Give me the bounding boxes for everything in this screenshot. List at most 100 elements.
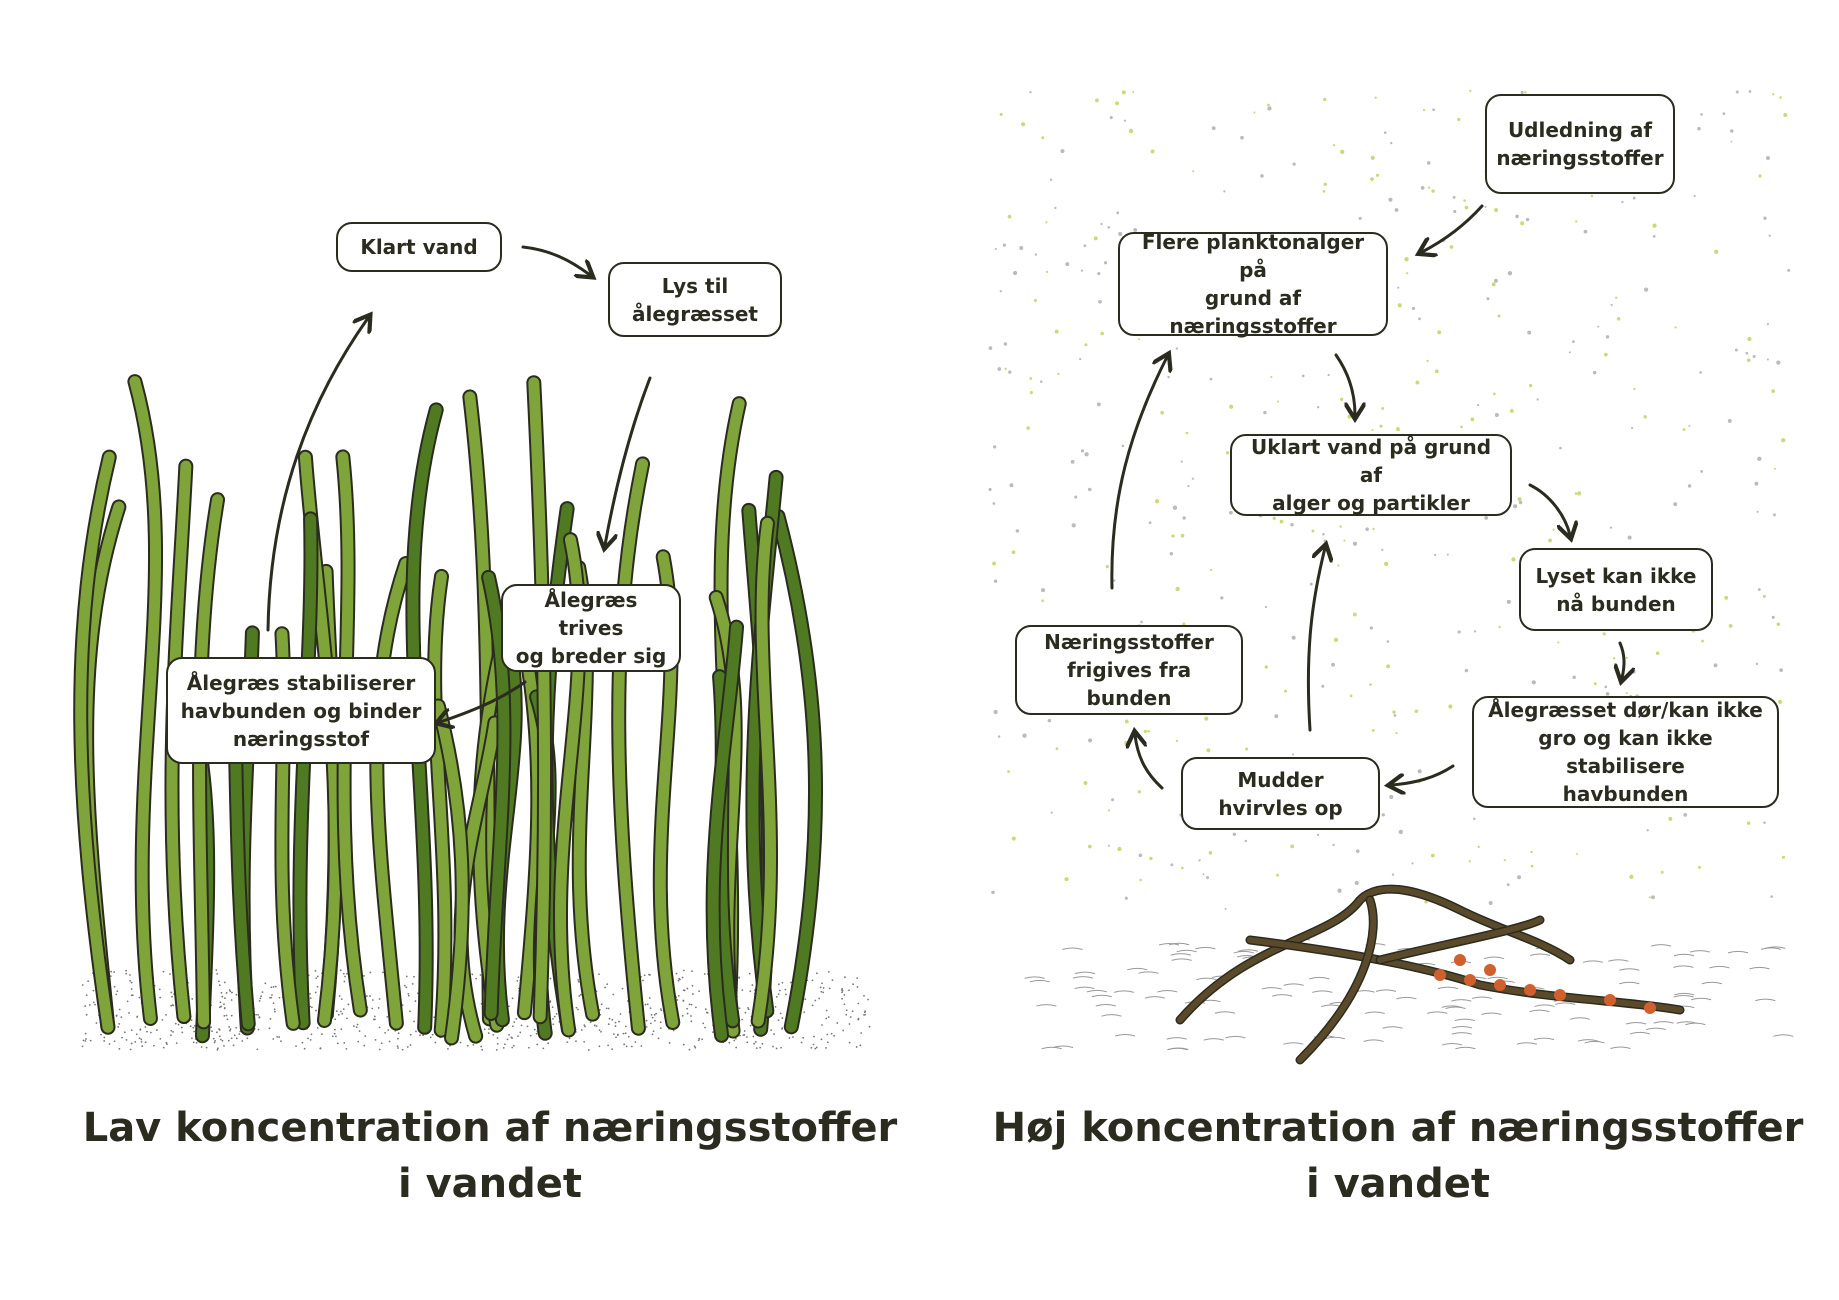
sand-grain bbox=[334, 1035, 337, 1038]
water-speckle bbox=[1527, 330, 1532, 335]
sand-grain bbox=[634, 1041, 637, 1043]
sand-stroke bbox=[1582, 960, 1604, 963]
sand-grain bbox=[845, 1013, 848, 1016]
water-speckle bbox=[1022, 733, 1027, 738]
sand-grain bbox=[192, 1041, 195, 1044]
water-speckle bbox=[1100, 331, 1104, 336]
sand-grain bbox=[191, 998, 194, 1000]
water-speckle bbox=[1209, 377, 1213, 381]
sand-grain bbox=[223, 1044, 225, 1047]
sand-stroke bbox=[1755, 998, 1776, 1002]
sand-grain bbox=[511, 997, 514, 1000]
water-speckle bbox=[1349, 694, 1353, 698]
sand-grain bbox=[692, 993, 694, 995]
water-speckle bbox=[1605, 692, 1610, 696]
sand-grain bbox=[115, 1014, 118, 1017]
water-speckle bbox=[1397, 303, 1402, 308]
water-speckle bbox=[1171, 534, 1175, 538]
water-speckle bbox=[1507, 271, 1513, 276]
water-speckle bbox=[1697, 126, 1701, 131]
water-speckle bbox=[1379, 424, 1383, 428]
sand-grain bbox=[682, 999, 685, 1002]
sand-grain bbox=[479, 974, 482, 976]
water-speckle bbox=[1015, 529, 1020, 533]
sand-grain bbox=[781, 981, 784, 984]
sand-grain bbox=[113, 1040, 116, 1043]
water-speckle bbox=[1105, 564, 1109, 569]
dead-eelgrass bbox=[1247, 937, 1683, 1013]
water-speckle bbox=[1776, 360, 1781, 365]
sand-grain bbox=[506, 1038, 509, 1041]
sand-stroke bbox=[1454, 1018, 1475, 1022]
water-speckle bbox=[1115, 101, 1119, 106]
water-speckle bbox=[1593, 682, 1597, 686]
sand-grain bbox=[175, 1042, 178, 1045]
water-speckle bbox=[1604, 352, 1608, 357]
sand-grain bbox=[231, 991, 233, 994]
water-speckle bbox=[1284, 689, 1288, 693]
water-speckle bbox=[1536, 398, 1539, 401]
sand-grain bbox=[278, 996, 281, 999]
sand-stroke bbox=[1749, 966, 1770, 970]
sand-grain bbox=[431, 1033, 434, 1036]
water-speckle bbox=[1700, 469, 1704, 473]
water-speckle bbox=[1205, 876, 1210, 880]
water-speckle bbox=[1292, 162, 1296, 166]
water-speckle bbox=[1693, 194, 1696, 198]
water-speckle bbox=[1323, 97, 1327, 102]
sand-grain bbox=[614, 1025, 617, 1027]
water-speckle bbox=[1107, 809, 1111, 812]
sand-grain bbox=[733, 1039, 736, 1042]
sand-grain bbox=[120, 1016, 123, 1019]
sand-grain bbox=[343, 1041, 346, 1044]
sand-grain bbox=[365, 995, 368, 997]
sand-grain bbox=[378, 1026, 381, 1029]
sand-grain bbox=[215, 969, 218, 971]
sand-stroke bbox=[1427, 1011, 1448, 1014]
water-speckle bbox=[1008, 370, 1012, 374]
water-speckle bbox=[1524, 91, 1527, 94]
sand-grain bbox=[134, 1040, 137, 1043]
sand-grain bbox=[743, 1034, 746, 1036]
water-speckle bbox=[1309, 582, 1313, 586]
sand-grain bbox=[677, 979, 680, 982]
water-speckle bbox=[1191, 477, 1194, 480]
water-speckle bbox=[993, 579, 998, 583]
water-speckle bbox=[1354, 880, 1359, 886]
sand-grain bbox=[158, 988, 161, 991]
sand-grain bbox=[781, 1027, 784, 1029]
sand-grain bbox=[261, 991, 264, 994]
water-speckle bbox=[1301, 374, 1305, 378]
water-speckle bbox=[1352, 612, 1357, 617]
sand-grain bbox=[406, 1046, 409, 1048]
sand-grain bbox=[529, 1034, 532, 1037]
sand-grain bbox=[108, 1043, 111, 1045]
sand-grain bbox=[691, 970, 693, 973]
sand-stroke bbox=[1727, 950, 1749, 954]
water-speckle bbox=[1486, 297, 1490, 301]
water-speckle bbox=[1576, 491, 1582, 496]
water-speckle bbox=[1321, 684, 1325, 688]
sand-grain bbox=[843, 994, 846, 996]
sand-grain bbox=[612, 993, 615, 996]
water-speckle bbox=[993, 445, 997, 449]
water-speckle bbox=[1290, 523, 1294, 527]
sand-stroke bbox=[1451, 999, 1472, 1002]
water-speckle bbox=[1013, 270, 1018, 276]
water-speckle bbox=[1087, 487, 1092, 492]
sand-grain bbox=[775, 995, 778, 998]
sand-grain bbox=[340, 998, 343, 1000]
sand-grain bbox=[643, 974, 646, 977]
sand-stroke bbox=[1645, 1027, 1667, 1031]
sand-grain bbox=[751, 984, 754, 986]
sand-grain bbox=[624, 1025, 627, 1028]
sand-grain bbox=[686, 1007, 688, 1010]
sand-grain bbox=[190, 1019, 193, 1022]
sand-grain bbox=[743, 1030, 746, 1032]
sand-grain bbox=[575, 1006, 578, 1009]
water-speckle bbox=[1003, 342, 1008, 346]
sand-grain bbox=[146, 1030, 148, 1033]
water-speckle bbox=[1757, 456, 1762, 461]
sand-grain bbox=[369, 995, 371, 997]
water-speckle bbox=[1167, 375, 1170, 379]
